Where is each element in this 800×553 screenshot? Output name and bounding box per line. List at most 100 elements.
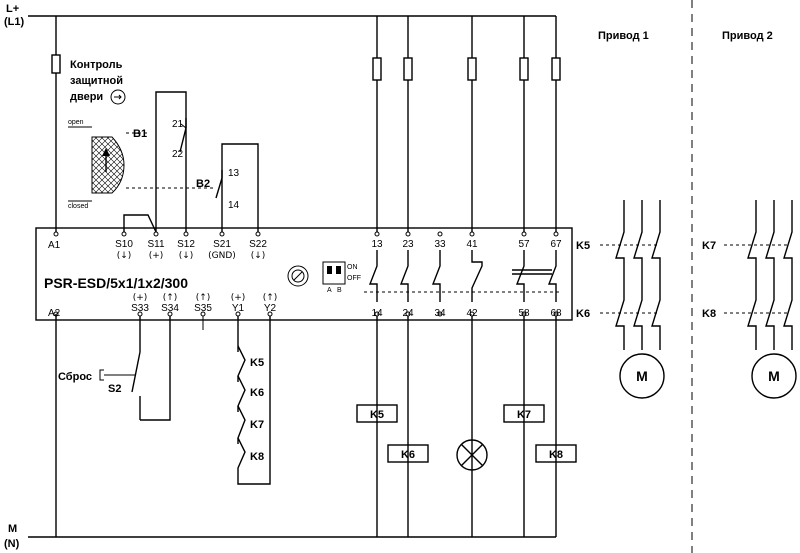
terminal-s12-sub: (↓): [179, 251, 194, 261]
b1-contact-mark: [180, 123, 187, 129]
dip-a-label: A: [327, 287, 332, 294]
dip-off-label: OFF: [347, 275, 361, 282]
b2-terminal-14: 14: [228, 200, 240, 211]
terminal-33-dot: [437, 231, 443, 237]
terminal-23-dot: [405, 231, 411, 237]
fuse-13: [372, 57, 382, 81]
contact-13-label: 13: [371, 239, 383, 250]
terminal-s35-label: S35: [194, 303, 212, 314]
dip-switch-b-lever: [336, 266, 341, 274]
terminal-s35-sub: (↑): [196, 293, 211, 303]
coil-k7-label: K7: [517, 409, 531, 421]
contact-67-68: [547, 250, 557, 302]
b1-label: B1: [133, 128, 147, 140]
drive-1-contacts: K5 K6 M: [576, 200, 665, 399]
terminal-s21-sub: (GND): [208, 251, 236, 261]
motor-2-label: M: [768, 368, 780, 384]
terminal-s12-label: S12: [177, 239, 195, 250]
terminal-s10-label: S10: [115, 239, 133, 250]
terminal-s10-sub: (↓): [117, 251, 132, 261]
contact-41-42: [471, 250, 483, 302]
b1-wiring: [155, 91, 187, 232]
fuse-57: [519, 57, 529, 81]
drive-1-title: Привод 1: [598, 30, 649, 42]
coil-k5-label: K5: [370, 409, 384, 421]
output-contacts: 13 23 33 41 57 67 14 24 34 42 58 68: [364, 239, 562, 319]
terminal-57-dot: [521, 231, 527, 237]
door-arrow-icon: [102, 148, 110, 156]
bottom-terminal-group: (+) S33 (↑) S34 (↑) S35 (+) Y1 (↑) Y2: [131, 293, 277, 317]
contact-57-58: [515, 250, 525, 302]
terminal-s12-dot: [183, 231, 189, 237]
reset-button-icon: [99, 369, 104, 381]
terminal-s21-dot: [219, 231, 225, 237]
terminal-67-dot: [553, 231, 559, 237]
contact-68-label: 68: [550, 308, 562, 319]
lamp-cross-2: [460, 443, 484, 467]
terminal-s22-dot: [255, 231, 261, 237]
feedback-k6: K6: [250, 387, 264, 399]
rail-top-sublabel: (L1): [4, 16, 25, 28]
contact-34-label: 34: [434, 308, 446, 319]
coil-k8-label: K8: [549, 449, 563, 461]
terminal-s34-sub: (↑): [163, 293, 178, 303]
contact-58-label: 58: [518, 308, 530, 319]
terminal-s21-label: S21: [213, 239, 231, 250]
drive1-k5-label: K5: [576, 240, 590, 252]
dip-on-label: ON: [347, 264, 358, 271]
rotary-selector-pointer: [293, 271, 303, 281]
contact-41-label: 41: [466, 239, 478, 250]
b1-contact-blade: [179, 127, 187, 153]
terminal-41-dot: [469, 231, 475, 237]
drive1-phase3: [651, 200, 661, 350]
door-symbol-icon: [110, 89, 126, 105]
terminal-s33-label: S33: [131, 303, 149, 314]
terminal-s11-dot: [153, 231, 159, 237]
module-a2: A2: [48, 308, 61, 319]
rail-top-label: L+: [6, 3, 19, 15]
terminal-s22-label: S22: [249, 239, 267, 250]
terminal-34-dot: [437, 311, 443, 317]
terminal-y1-sub: (+): [231, 293, 246, 303]
coil-k6: [387, 444, 429, 463]
coil-k8: [535, 444, 577, 463]
door-text-1: Контроль: [70, 59, 123, 71]
b2-label: B2: [196, 178, 210, 190]
feedback-k7: K7: [250, 419, 264, 431]
feedback-loop: K5 K6 K7 K8: [237, 316, 271, 485]
dip-b-label: B: [337, 287, 342, 294]
terminal-s33-sub: (+): [133, 293, 148, 303]
coil-k6-label: K6: [401, 449, 415, 461]
module-a1: A1: [48, 240, 61, 251]
door-text-2: защитной: [70, 75, 123, 87]
motor-1-label: M: [636, 368, 648, 384]
dip-switch-a-lever: [327, 266, 332, 274]
motor-1-icon: [619, 353, 665, 399]
output-wires: [372, 16, 561, 537]
fuse-67: [551, 57, 561, 81]
top-terminal-group: S10 (↓) S11 (+) S12 (↓) S21 (GND) S22 (↓…: [115, 231, 267, 261]
terminal-s34-label: S34: [161, 303, 179, 314]
drive1-phase1: [615, 200, 625, 350]
door-closed-label: closed: [68, 203, 88, 210]
door-text-3: двери: [70, 91, 103, 103]
fuse-a1: [51, 54, 61, 74]
contact-23-24: [399, 250, 409, 302]
contact-67-label: 67: [550, 239, 562, 250]
rotary-selector-icon: [287, 265, 309, 287]
coil-k7: [503, 404, 545, 423]
contact-13-14: [368, 250, 378, 302]
rail-bottom-label: M: [8, 523, 17, 535]
drive2-k8-label: K8: [702, 308, 716, 320]
drive-2-contacts: K7 K8 M: [702, 200, 797, 399]
drive2-phase1: [747, 200, 757, 350]
module-box: [35, 227, 573, 321]
rotary-selector-inner: [291, 269, 305, 283]
terminal-13-dot: [374, 231, 380, 237]
b2-terminal-13: 13: [228, 168, 240, 179]
drive2-phase3: [783, 200, 793, 350]
module-name: PSR-ESD/5x1/1x2/300: [44, 275, 188, 291]
drive2-k7-label: K7: [702, 240, 716, 252]
terminal-a2-dot: [53, 311, 59, 317]
